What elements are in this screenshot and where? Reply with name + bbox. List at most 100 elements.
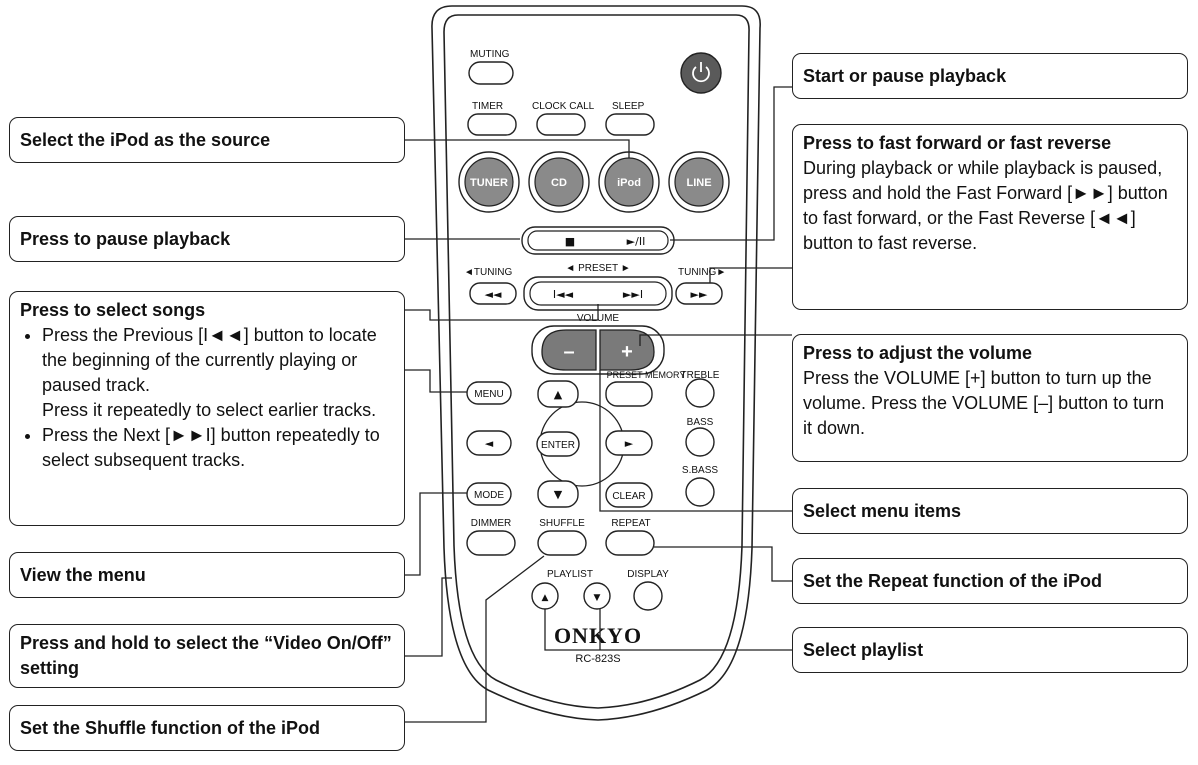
volume-plus-label: +	[621, 341, 633, 363]
left-arrow-icon: ◄	[485, 437, 494, 450]
callout-fast-forward: Press to fast forward or fast reverse Du…	[792, 124, 1188, 310]
muting-label: MUTING	[470, 49, 510, 60]
callout-select-songs-bullet-1: Press the Previous [I◄◄] button to locat…	[42, 323, 394, 423]
clock-call-label: CLOCK CALL	[532, 101, 595, 112]
ipod-button[interactable]	[598, 151, 660, 213]
leader-lines	[405, 86, 792, 723]
right-arrow-icon: ►	[625, 437, 634, 450]
down-arrow-icon: ▼	[554, 488, 563, 501]
callout-start-pause: Start or pause playback	[792, 53, 1188, 99]
previous-button[interactable]: I◄◄	[553, 288, 574, 301]
tuner-label: TUNER	[470, 177, 508, 189]
transport-bar-inner	[527, 230, 669, 251]
callout-menu-items-title: Select menu items	[803, 500, 962, 521]
callout-pause: Press to pause playback	[9, 216, 405, 262]
tuning-right-label: TUNING►	[678, 267, 726, 278]
callout-playlist-title: Select playlist	[803, 639, 924, 660]
clear-button[interactable]	[605, 482, 653, 508]
fast-forward-button[interactable]	[675, 282, 723, 305]
callout-playlist: Select playlist	[792, 627, 1188, 673]
power-button[interactable]	[680, 52, 722, 94]
cd-button[interactable]	[528, 151, 590, 213]
display-button[interactable]	[633, 581, 663, 611]
volume-minus-label: –	[563, 341, 574, 363]
callout-pause-title: Press to pause playback	[20, 228, 231, 249]
muting-button[interactable]	[468, 61, 514, 85]
callout-view-menu: View the menu	[9, 552, 405, 598]
preset-label: ◄ PRESET ►	[565, 263, 630, 274]
timer-button[interactable]	[467, 113, 517, 136]
shuffle-button[interactable]	[537, 530, 587, 556]
line-label: LINE	[686, 177, 711, 189]
up-button[interactable]	[537, 380, 579, 408]
menu-label: MENU	[474, 389, 503, 400]
clear-label: CLEAR	[612, 491, 645, 502]
callout-shuffle-title: Set the Shuffle function of the iPod	[20, 717, 320, 738]
fast-forward-icon: ►►	[691, 288, 708, 301]
tuner-button[interactable]	[458, 151, 520, 213]
enter-button[interactable]	[536, 431, 580, 457]
callout-volume-title: Press to adjust the volume	[803, 343, 1033, 363]
bass-label: BASS	[687, 417, 714, 428]
callout-repeat-title: Set the Repeat function of the iPod	[803, 570, 1103, 591]
callout-video-onoff-title: Press and hold to select the “Video On/O…	[20, 633, 392, 678]
power-icon	[692, 62, 710, 83]
mode-button[interactable]	[466, 482, 512, 506]
callout-volume-body: Press the VOLUME [+] button to turn up t…	[803, 368, 1165, 438]
ipod-label: iPod	[617, 177, 641, 189]
bass-button[interactable]	[685, 427, 715, 457]
callout-select-songs-title: Press to select songs	[20, 300, 206, 320]
callout-menu-items: Select menu items	[792, 488, 1188, 534]
callout-fast-forward-body: During playback or while playback is pau…	[803, 158, 1168, 253]
line-button[interactable]	[668, 151, 730, 213]
sleep-label: SLEEP	[612, 101, 645, 112]
playlist-up-icon: ▲	[542, 593, 549, 603]
treble-label: TREBLE	[681, 370, 720, 381]
up-arrow-icon: ▲	[554, 388, 563, 401]
timer-label: TIMER	[472, 101, 503, 112]
treble-button[interactable]	[685, 378, 715, 408]
playlist-label: PLAYLIST	[547, 569, 593, 580]
dimmer-label: DIMMER	[471, 518, 512, 529]
right-button[interactable]	[605, 430, 653, 456]
preset-memory-button[interactable]	[605, 381, 653, 407]
dimmer-button[interactable]	[466, 530, 516, 556]
rewind-button[interactable]	[469, 282, 517, 305]
tuning-left-label: ◄TUNING	[464, 267, 512, 278]
clock-call-button[interactable]	[536, 113, 586, 136]
left-button[interactable]	[466, 430, 512, 456]
menu-button[interactable]	[466, 381, 512, 405]
repeat-label: REPEAT	[611, 518, 650, 529]
callout-view-menu-title: View the menu	[20, 564, 146, 585]
callout-select-songs-list: Press the Previous [I◄◄] button to locat…	[20, 323, 394, 473]
callout-video-onoff: Press and hold to select the “Video On/O…	[9, 624, 405, 688]
down-button[interactable]	[537, 480, 579, 508]
enter-label: ENTER	[541, 440, 575, 451]
volume-minus-button[interactable]	[541, 329, 597, 371]
callout-volume: Press to adjust the volume Press the VOL…	[792, 334, 1188, 462]
cd-label: CD	[551, 177, 567, 189]
shuffle-label: SHUFFLE	[539, 518, 585, 529]
preset-memory-label: PRESET MEMORY	[607, 370, 686, 380]
preset-bar-inner	[529, 281, 667, 306]
stop-button[interactable]: ■	[565, 235, 575, 248]
callout-shuffle: Set the Shuffle function of the iPod	[9, 705, 405, 751]
callout-select-songs-bullet-2: Press the Next [►►I] button repeatedly t…	[42, 423, 394, 473]
callout-select-ipod-title: Select the iPod as the source	[20, 129, 271, 150]
mode-label: MODE	[474, 490, 504, 501]
brand-logo: ONKYO	[554, 623, 642, 648]
remote-inner-outline	[443, 14, 750, 709]
callout-select-ipod: Select the iPod as the source	[9, 117, 405, 163]
rewind-icon: ◄◄	[485, 288, 502, 301]
playlist-down-button[interactable]	[583, 582, 611, 610]
repeat-button[interactable]	[605, 530, 655, 556]
next-button[interactable]: ►►I	[623, 288, 643, 301]
play-pause-button[interactable]: ►/II	[627, 235, 646, 248]
callout-repeat: Set the Repeat function of the iPod	[792, 558, 1188, 604]
sleep-button[interactable]	[605, 113, 655, 136]
sbass-label: S.BASS	[682, 465, 718, 476]
model-number: RC-823S	[575, 653, 620, 665]
sbass-button[interactable]	[685, 477, 715, 507]
